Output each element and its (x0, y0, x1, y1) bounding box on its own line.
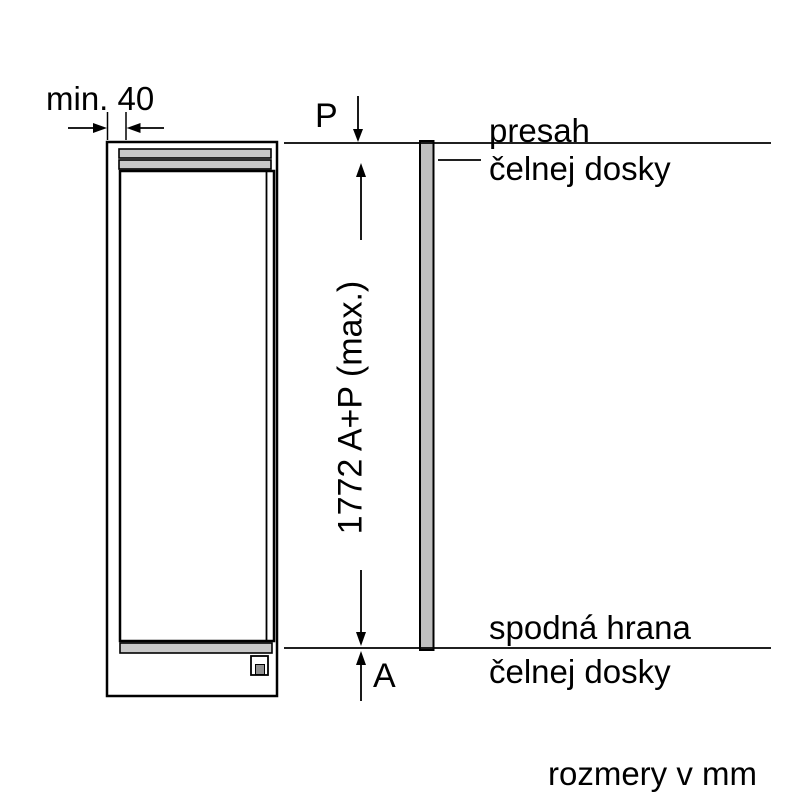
hinge-inner-block (255, 664, 265, 675)
bottom-edge-label-line1: spodná hrana (489, 609, 691, 646)
dimension-a-label: A (373, 657, 396, 695)
top-panel-strip-1 (118, 148, 272, 159)
min-gap-arrowhead-left-pointing (126, 123, 141, 133)
overhang-label-line1: presah (489, 112, 590, 149)
units-label: rozmery v mm (548, 755, 757, 792)
overhang-label-line2: čelnej dosky (489, 150, 671, 187)
min-gap-label: min. 40 (46, 80, 155, 117)
appliance-door (118, 169, 276, 643)
height-dimension-arrowhead-down (356, 632, 366, 646)
bottom-edge-label-line2: čelnej dosky (489, 653, 671, 690)
dimension-p-label: P (315, 97, 338, 135)
furniture-front-panel (419, 140, 435, 651)
a-dimension-arrowhead-up (356, 651, 366, 665)
top-panel-strip-2 (118, 159, 272, 170)
height-dimension-label: 1772 A+P (max.) (331, 280, 370, 535)
height-dimension-arrowhead-up (356, 163, 366, 177)
p-dimension-arrowhead-down (353, 129, 363, 142)
min-gap-arrowhead-right-pointing (93, 123, 107, 133)
bottom-panel-strip (119, 642, 273, 654)
